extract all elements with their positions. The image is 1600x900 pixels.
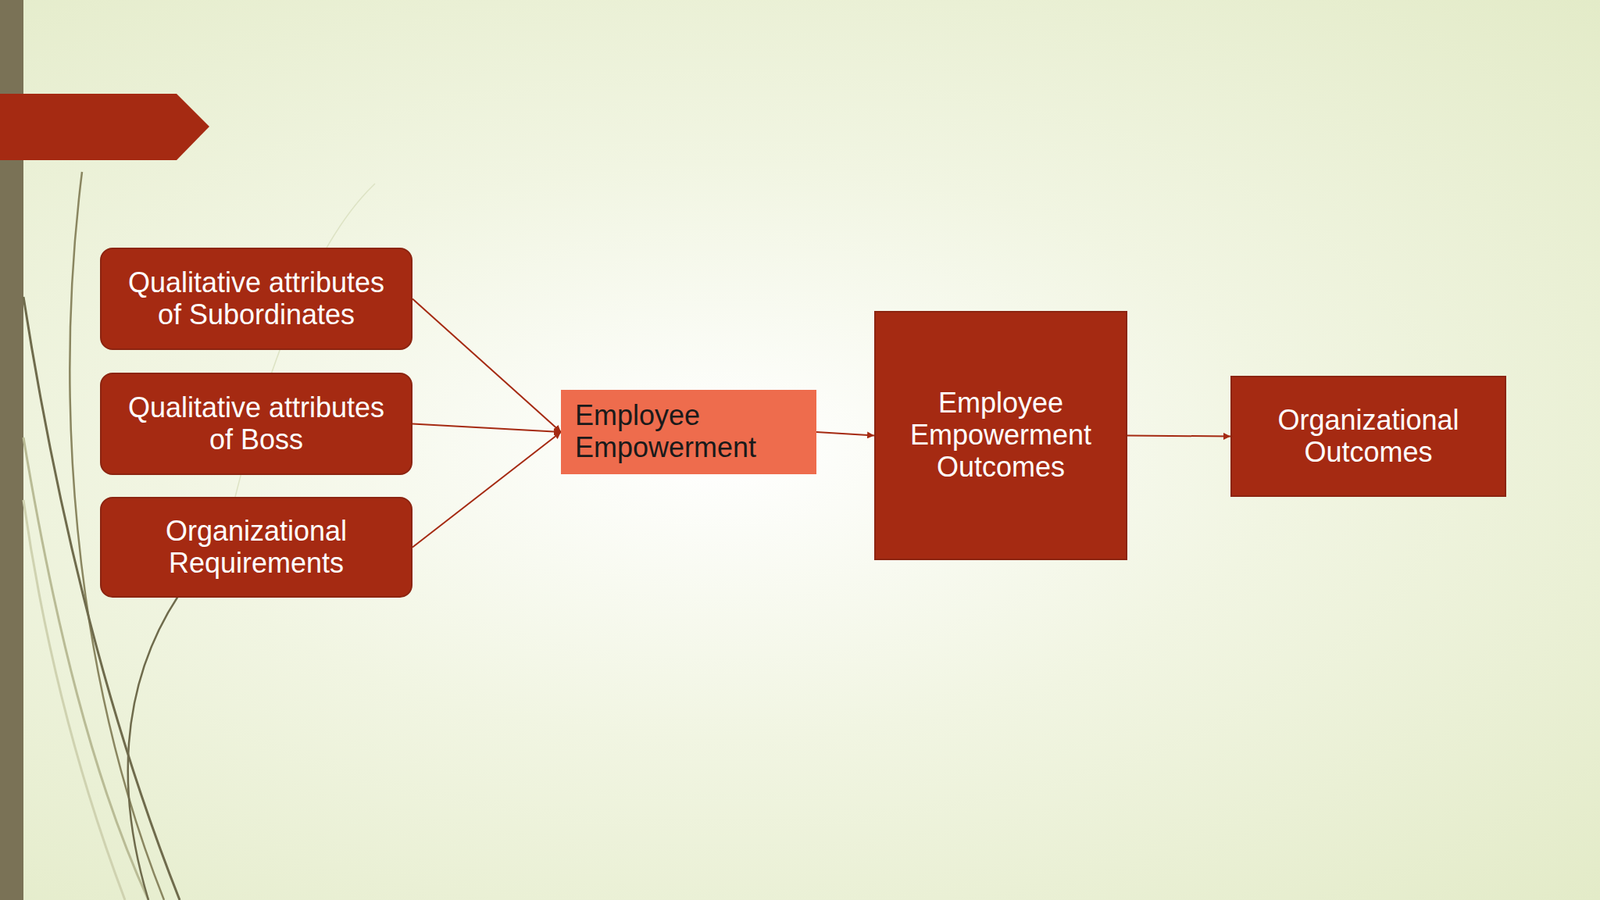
factor-box: Qualitative attributes of Subordinates	[100, 247, 413, 350]
arrow-connector	[412, 299, 561, 433]
arrow-connector	[1127, 435, 1231, 437]
outcome-box: Organizational Outcomes	[1230, 375, 1507, 497]
node-label: Employee Empowerment	[575, 400, 803, 464]
text-stack: Qualitative attributes of Boss	[114, 392, 399, 456]
node-label: Qualitative attributes of Subordinates	[114, 267, 399, 331]
text-stack: Qualitative attributes of Subordinates	[114, 267, 399, 331]
deco-curve	[128, 593, 180, 900]
factor-box: Organizational Requirements	[100, 496, 413, 598]
title-tab	[0, 93, 210, 161]
node-label: Employee Empowerment Outcomes	[888, 387, 1114, 483]
text-stack: Employee Empowerment Outcomes	[888, 387, 1114, 483]
outcome-box: Employee Empowerment Outcomes	[874, 310, 1128, 561]
factor-box: Qualitative attributes of Boss	[100, 372, 413, 475]
text-stack: Organizational Requirements	[114, 515, 399, 579]
arrow-connector	[816, 432, 875, 436]
central-box: Employee Empowerment	[560, 389, 817, 475]
arrow-connector	[412, 424, 561, 433]
text-stack: Employee Empowerment	[575, 400, 803, 464]
arrow-connector	[412, 432, 561, 548]
text-stack: Organizational Outcomes	[1244, 404, 1493, 468]
node-label: Organizational Outcomes	[1244, 404, 1493, 468]
node-label: Organizational Requirements	[114, 515, 399, 579]
node-label: Qualitative attributes of Boss	[114, 392, 399, 456]
